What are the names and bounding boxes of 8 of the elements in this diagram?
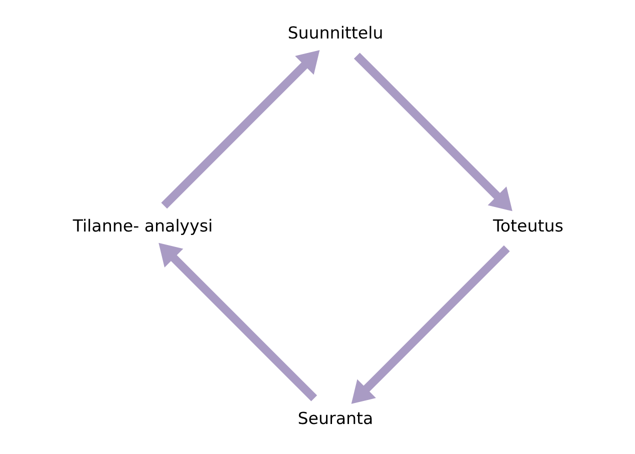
arrow xyxy=(350,245,510,404)
arrow xyxy=(158,242,317,402)
arrow xyxy=(353,52,512,212)
node-text: Seuranta xyxy=(297,409,373,428)
node-text: Toteutus xyxy=(492,216,563,236)
arrow xyxy=(160,50,320,209)
node-text: Tilanne- analyysi xyxy=(72,216,212,236)
node-text: Suunnittelu xyxy=(287,24,383,43)
